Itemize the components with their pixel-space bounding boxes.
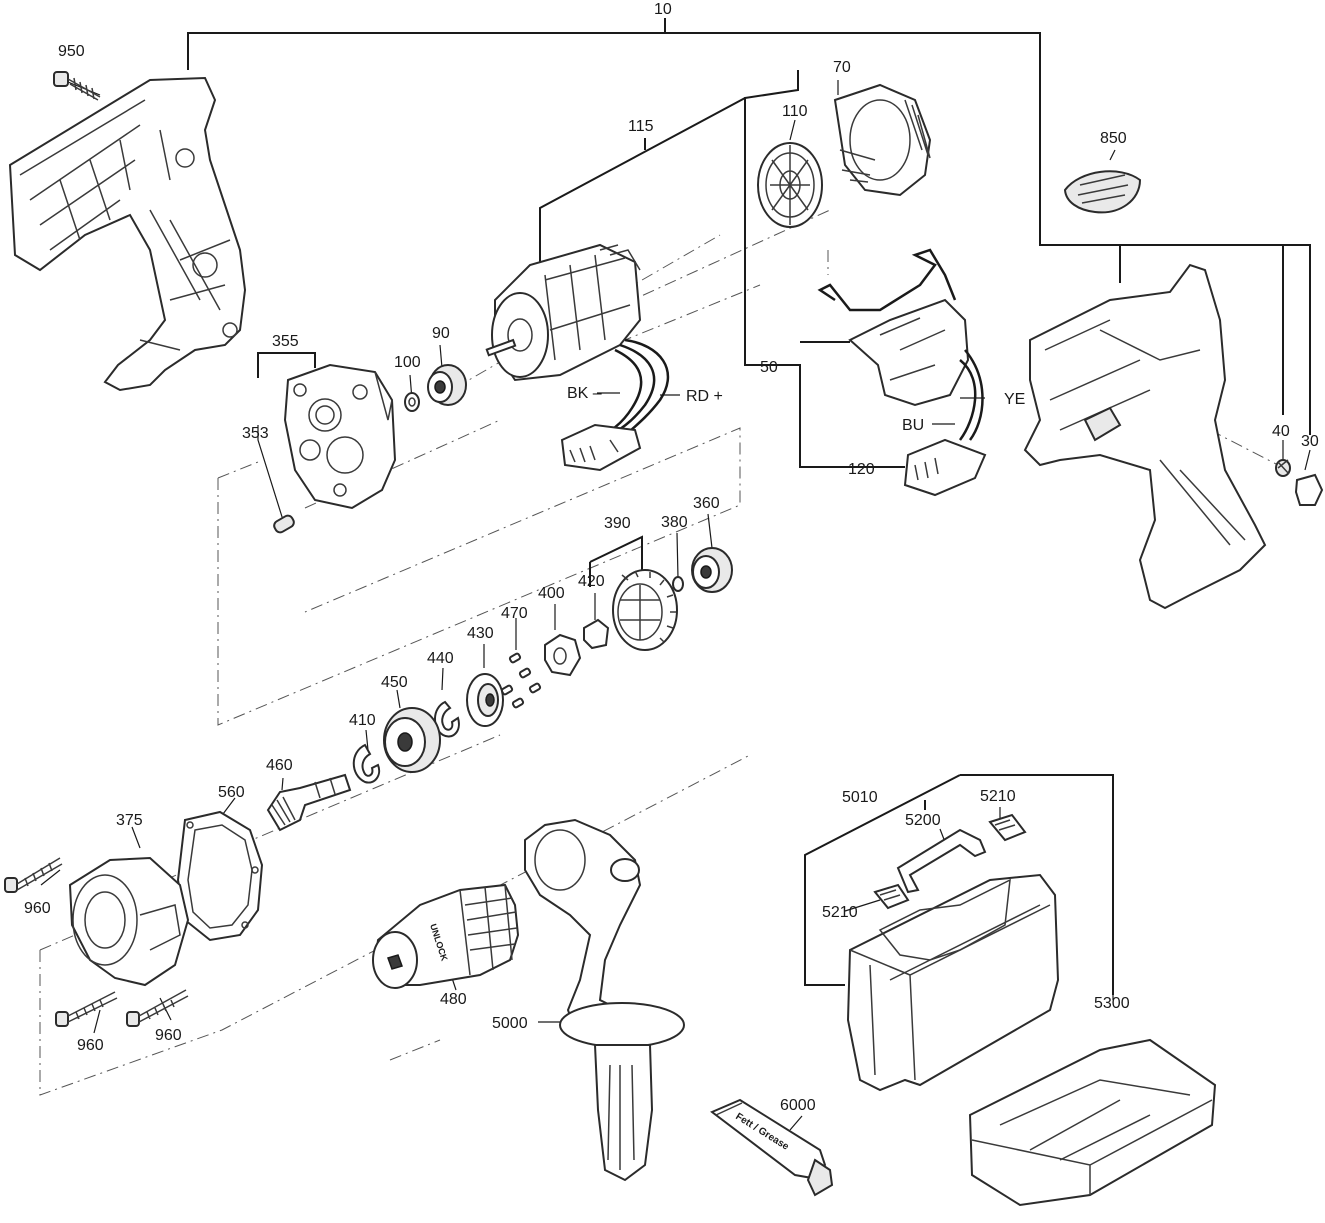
label-400: 400 — [538, 585, 565, 602]
screw-960-top-icon — [4, 857, 63, 893]
lock-ring-430-icon — [466, 673, 504, 727]
label-5210-top: 5210 — [980, 788, 1016, 805]
insert-5300-icon — [968, 1038, 1217, 1207]
label-470: 470 — [501, 605, 528, 622]
label-bu: BU — [902, 417, 924, 434]
housing-half-left-icon — [8, 76, 247, 392]
label-960-left: 960 — [77, 1037, 104, 1054]
grease-tube-6000-icon: Fett / Grease — [710, 1098, 834, 1197]
screw-960-right-icon — [126, 989, 189, 1027]
spring-40-icon — [1275, 459, 1291, 477]
label-380: 380 — [661, 514, 688, 531]
label-420: 420 — [578, 573, 605, 590]
bearing-90-icon — [427, 364, 467, 406]
gasket-560-icon — [176, 810, 264, 942]
label-353: 353 — [242, 425, 269, 442]
part-number-labels: 10 950 70 110 115 850 355 90 100 353 BK … — [24, 1, 1319, 1114]
label-5010: 5010 — [842, 789, 878, 806]
chuck-480-icon: UNLOCK — [372, 883, 520, 989]
label-5000: 5000 — [492, 1015, 528, 1032]
handle-5200-icon — [896, 828, 987, 894]
latch-5210-top-icon — [988, 813, 1027, 842]
label-360: 360 — [693, 495, 720, 512]
label-410: 410 — [349, 712, 376, 729]
gear-390-icon — [612, 569, 678, 651]
label-90: 90 — [432, 325, 450, 342]
label-120: 120 — [848, 461, 875, 478]
circlip-410-icon — [352, 743, 381, 784]
label-390: 390 — [604, 515, 631, 532]
label-40: 40 — [1272, 423, 1290, 440]
label-10: 10 — [654, 1, 672, 18]
cap-30-icon — [1294, 473, 1324, 506]
label-50: 50 — [760, 359, 778, 376]
label-bk: BK – — [567, 385, 602, 402]
label-460: 460 — [266, 757, 293, 774]
spring-420-icon — [583, 618, 610, 650]
bearing-450-icon — [383, 707, 441, 773]
label-355: 355 — [272, 333, 299, 350]
motor-115-icon — [485, 243, 642, 382]
label-30: 30 — [1301, 433, 1319, 450]
label-375: 375 — [116, 812, 143, 829]
spindle-460-icon — [266, 773, 352, 832]
screw-950-icon — [53, 71, 101, 101]
label-ye: YE — [1004, 391, 1025, 408]
gear-housing-355-icon — [283, 363, 397, 510]
label-440: 440 — [427, 650, 454, 667]
label-115: 115 — [628, 118, 654, 135]
label-560: 560 — [218, 784, 245, 801]
motor-wires-icon — [560, 338, 670, 472]
label-950: 950 — [58, 43, 85, 60]
label-5300: 5300 — [1094, 995, 1130, 1012]
label-70: 70 — [833, 59, 851, 76]
label-430: 430 — [467, 625, 494, 642]
side-handle-5000-icon — [524, 818, 685, 1182]
fan-110-icon — [757, 142, 823, 228]
label-450: 450 — [381, 674, 408, 691]
label-6000: 6000 — [780, 1097, 816, 1114]
label-960-right: 960 — [155, 1027, 182, 1044]
washer-100-icon — [404, 392, 420, 412]
spindle-lock-400-icon — [544, 633, 582, 677]
badge-850-icon — [1063, 170, 1142, 214]
latch-5210-side-icon — [873, 883, 910, 910]
case-5010-icon — [846, 873, 1060, 1092]
label-rd: RD + — [686, 388, 723, 405]
label-960-top: 960 — [24, 900, 51, 917]
label-100: 100 — [394, 354, 421, 371]
label-5210-side: 5210 — [822, 904, 858, 921]
housing-half-right-icon — [1023, 263, 1267, 610]
rollers-470-icon — [500, 652, 542, 709]
pin-353-icon — [273, 514, 295, 534]
front-housing-375-icon — [68, 856, 190, 987]
end-cap-70-icon — [833, 83, 932, 197]
assembly-guides — [39, 209, 1281, 1096]
label-850: 850 — [1100, 130, 1127, 147]
label-110: 110 — [782, 103, 808, 120]
screw-960-left-icon — [55, 991, 118, 1027]
bearing-360-icon — [691, 547, 733, 593]
switch-50-icon — [817, 248, 987, 497]
ring-380-icon — [672, 576, 684, 592]
label-480: 480 — [440, 991, 467, 1008]
label-5200: 5200 — [905, 812, 941, 829]
